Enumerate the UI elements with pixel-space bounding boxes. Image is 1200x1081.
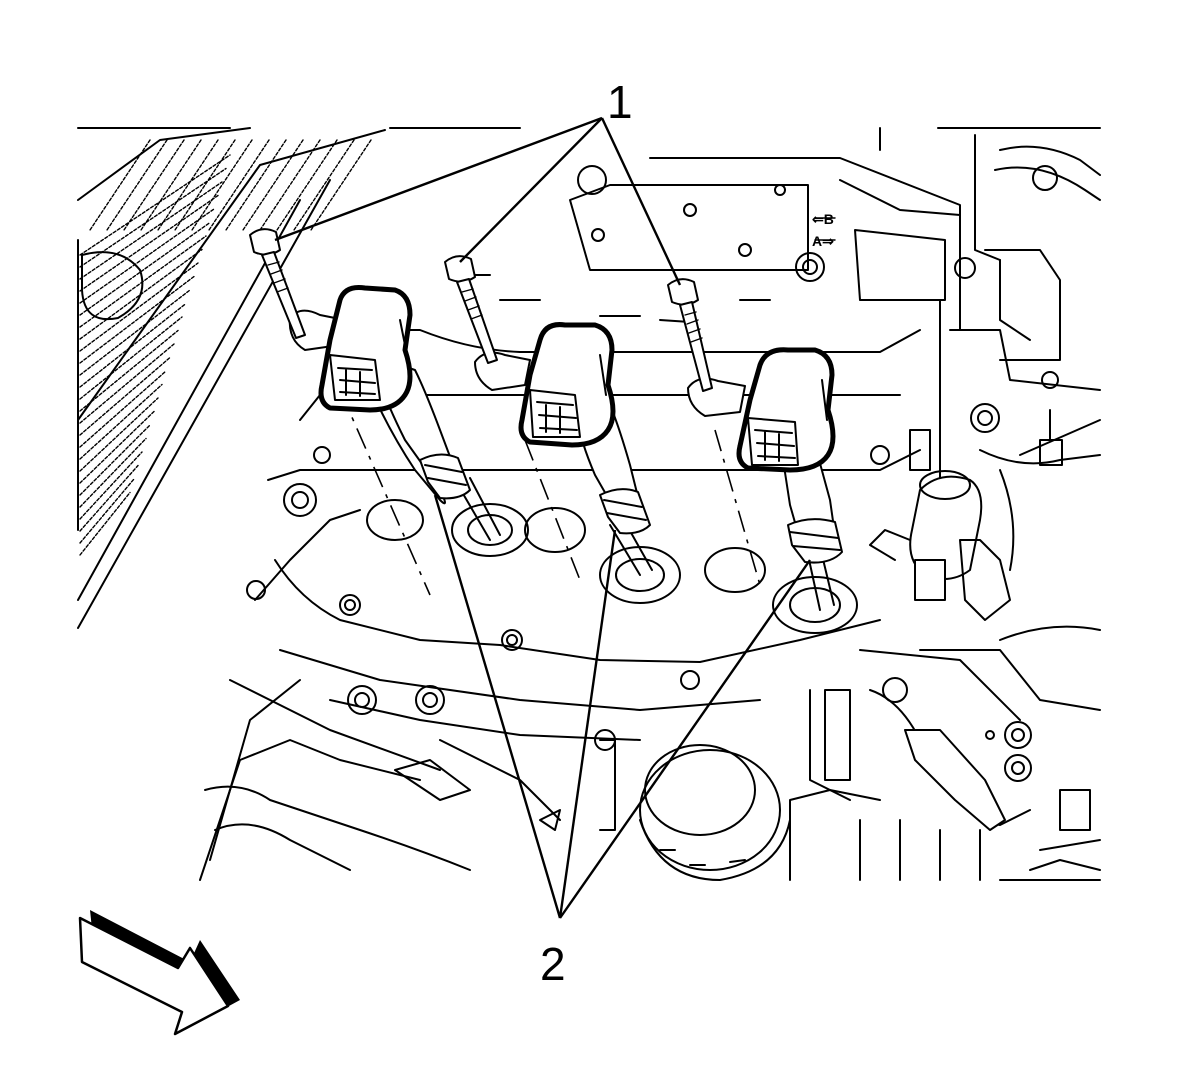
radiator-fin	[79, 478, 135, 544]
radiator-fin	[79, 343, 175, 424]
radiator-fin	[174, 139, 236, 231]
radiator-fin	[79, 302, 187, 388]
radiator-fin	[79, 424, 151, 496]
radiator-fin	[79, 289, 191, 376]
radiator-fin	[79, 208, 215, 304]
radiator-fin	[79, 356, 171, 436]
radiator-fin	[123, 139, 185, 231]
callout-1-leaders	[274, 116, 682, 286]
coil-bolt-3	[667, 278, 713, 392]
engine-body: ⇐B A⇒	[199, 127, 961, 881]
callout-label-1: 1	[607, 76, 633, 128]
radiator-fin	[79, 329, 179, 412]
radiator-fin	[259, 139, 321, 231]
ignition-coil-1	[288, 285, 501, 596]
callout-label-2: 2	[540, 938, 566, 990]
radiator-fin	[79, 437, 147, 508]
radiator-fin	[79, 316, 183, 400]
radiator-fin	[79, 275, 195, 364]
radiator-fin	[79, 370, 167, 448]
callout-2-leaders	[433, 494, 811, 919]
radiator-fin	[79, 451, 143, 520]
radiator-fin	[293, 139, 355, 231]
radiator-fin	[208, 139, 270, 231]
coil-bolt-2	[444, 255, 498, 364]
radiator-fin	[310, 139, 372, 231]
radiator-fin	[79, 221, 211, 316]
radiator-fin	[79, 383, 163, 460]
radiator-fin	[225, 139, 287, 231]
radiator-hatching	[77, 127, 386, 629]
right-side-components	[789, 127, 1101, 881]
front-of-vehicle-arrow-icon	[78, 910, 240, 1036]
radiator-fin	[157, 139, 219, 231]
radiator-fin	[79, 181, 223, 280]
svg-text:A⇒: A⇒	[812, 233, 834, 249]
radiator-fin	[140, 139, 202, 231]
svg-text:⇐B: ⇐B	[812, 211, 834, 227]
radiator-fin	[276, 139, 338, 231]
radiator-fin	[79, 194, 219, 292]
radiator-fin	[242, 139, 304, 231]
radiator-fin	[79, 491, 131, 556]
radiator-fin	[79, 262, 199, 352]
ignition-coil-3	[687, 347, 843, 611]
radiator-fin	[79, 154, 231, 256]
radiator-fin	[79, 464, 139, 532]
coil-bolt-1	[249, 228, 306, 339]
radiator-fin	[79, 410, 155, 484]
radiator-fin	[79, 397, 159, 472]
radiator-fin	[106, 139, 168, 231]
radiator-fin	[191, 139, 253, 231]
radiator-fin	[79, 167, 227, 268]
ignition-coil-2	[474, 322, 653, 581]
